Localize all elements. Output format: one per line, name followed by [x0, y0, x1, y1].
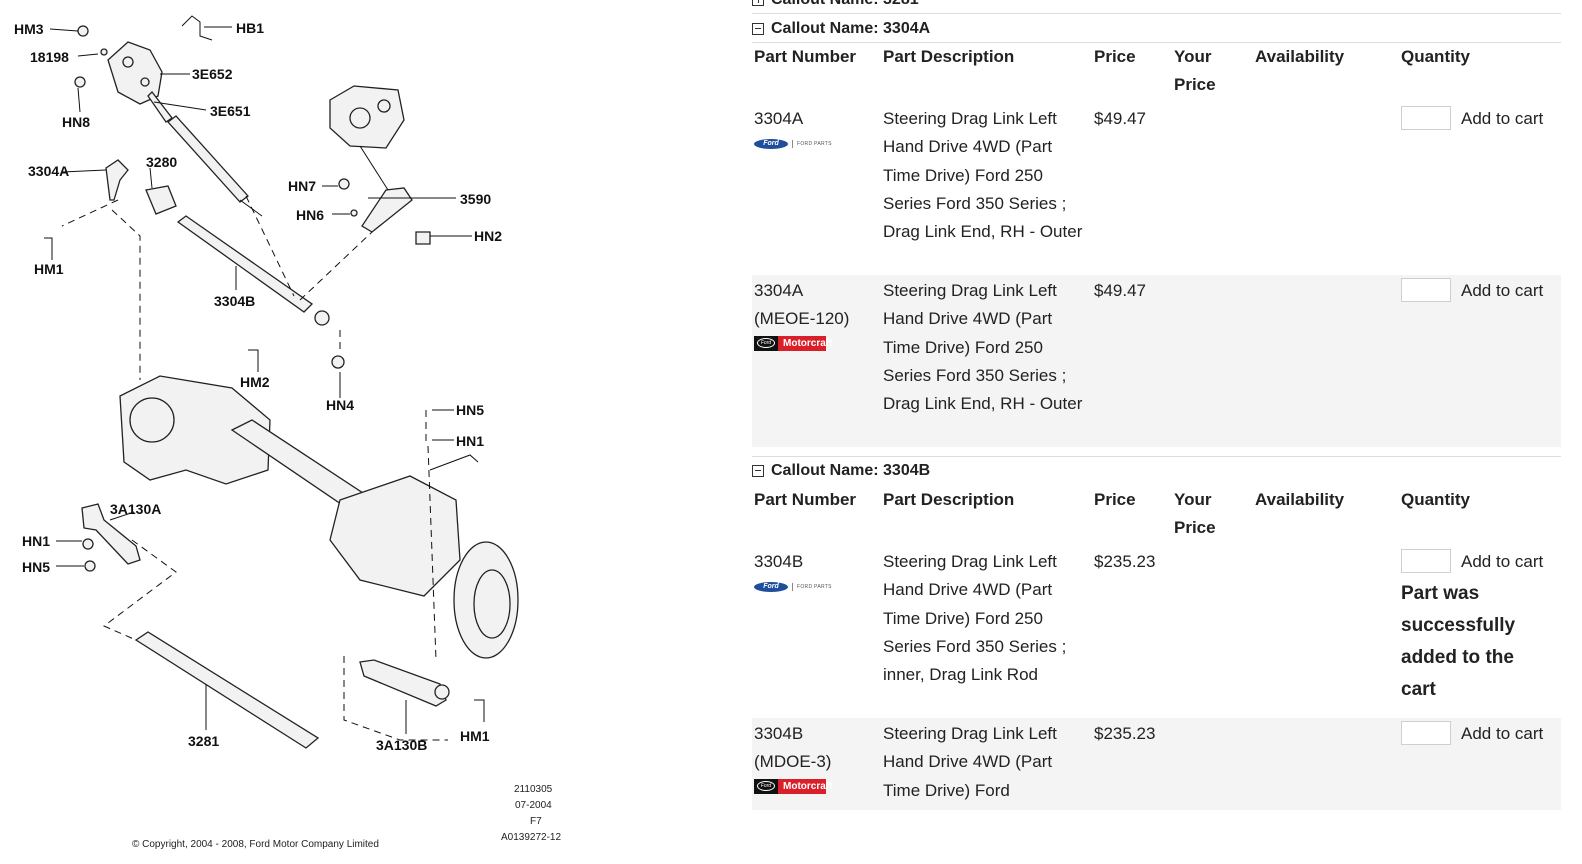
- part-description: Steering Drag Link Left Hand Drive 4WD (…: [883, 724, 1057, 800]
- label-3590: 3590: [460, 191, 491, 207]
- front-axle: [119, 375, 519, 659]
- part-number[interactable]: 3304B: [754, 724, 804, 743]
- add-to-cart-link[interactable]: Add to cart: [1461, 552, 1544, 571]
- label-hn8: HN8: [62, 114, 90, 130]
- label-hn5-left: HN5: [22, 559, 50, 575]
- collapse-icon[interactable]: [752, 22, 764, 35]
- table-header: Part Number Part Description Price Your …: [752, 43, 1561, 103]
- label-3a130b: 3A130B: [376, 737, 427, 753]
- part-number[interactable]: 3304B: [754, 552, 804, 571]
- add-to-cart-link[interactable]: Add to cart: [1461, 281, 1544, 300]
- quantity-input[interactable]: [1401, 106, 1451, 131]
- header-availability: Availability: [1255, 47, 1345, 66]
- header-part-number: Part Number: [754, 47, 857, 66]
- stamp-line: F7: [530, 816, 542, 827]
- stamp-line: A0139272-12: [501, 832, 561, 843]
- add-to-cart-link[interactable]: Add to cart: [1461, 109, 1544, 128]
- label-3e652: 3E652: [192, 66, 233, 82]
- stamp-line: 07-2004: [515, 800, 552, 811]
- quantity-input[interactable]: [1401, 278, 1451, 303]
- parts-list-panel: Callout Name: 3281 Callout Name: 3304A P…: [752, 0, 1561, 864]
- label-18198: 18198: [30, 49, 69, 65]
- copyright-notice: © Copyright, 2004 - 2008, Ford Motor Com…: [132, 839, 379, 850]
- part-number[interactable]: 3304A: [754, 281, 804, 300]
- cart-success-message: Part was successfully added to the cart: [1401, 583, 1516, 701]
- label-3281: 3281: [188, 733, 219, 749]
- expand-icon[interactable]: [752, 0, 764, 6]
- callout-title: Callout Name: 3281: [771, 0, 919, 9]
- part-price: $235.23: [1094, 552, 1156, 571]
- header-availability: Availability: [1255, 490, 1345, 509]
- header-price: Price: [1094, 47, 1136, 66]
- steering-gear: [329, 85, 431, 245]
- callout-header-3304a[interactable]: Callout Name: 3304A: [752, 15, 1561, 43]
- label-hm1-top: HM1: [34, 261, 64, 277]
- part-description: Steering Drag Link Left Hand Drive 4WD (…: [883, 109, 1083, 242]
- label-3a130a: 3A130A: [110, 501, 161, 517]
- exploded-view-drawing: HM3 HB1 18198 3E652 HN8 3E651 3304A 3280…: [14, 15, 561, 850]
- label-hm2: HM2: [240, 374, 270, 390]
- part-number-code: (MEOE-120): [754, 309, 850, 329]
- callout-title: Callout Name: 3304A: [771, 19, 931, 37]
- part-number[interactable]: 3304A: [754, 109, 804, 128]
- tie-rod-assembly: [81, 503, 450, 749]
- header-price: Price: [1094, 490, 1136, 509]
- part-number-code: (MDOE-3): [754, 752, 832, 772]
- header-your-price: Your Price: [1174, 47, 1216, 94]
- label-hm1-bottom: HM1: [460, 728, 490, 744]
- table-header: Part Number Part Description Price Your …: [752, 486, 1561, 546]
- callout-title: Callout Name: 3304B: [771, 461, 931, 479]
- parts-diagram: HM3 HB1 18198 3E652 HN8 3E651 3304A 3280…: [0, 0, 700, 864]
- header-description: Part Description: [883, 490, 1015, 509]
- label-hn5-right: HN5: [456, 402, 484, 418]
- label-3304a: 3304A: [28, 163, 69, 179]
- part-description: Steering Drag Link Left Hand Drive 4WD (…: [883, 281, 1083, 414]
- add-to-cart-link[interactable]: Add to cart: [1461, 724, 1544, 743]
- label-hn4: HN4: [326, 397, 354, 413]
- steering-damper-assembly: [74, 15, 263, 217]
- label-hn6: HN6: [296, 207, 324, 223]
- drag-link-assembly: [105, 159, 358, 369]
- label-hn1-left: HN1: [22, 533, 50, 549]
- part-price: $49.47: [1094, 109, 1146, 128]
- label-3280: 3280: [146, 154, 177, 170]
- label-3e651: 3E651: [210, 103, 251, 119]
- leader-lines: [44, 26, 485, 734]
- quantity-input[interactable]: [1401, 549, 1451, 574]
- header-quantity: Quantity: [1401, 490, 1470, 509]
- label-hn1-right: HN1: [456, 433, 484, 449]
- label-3304b: 3304B: [214, 293, 255, 309]
- callout-header-3281[interactable]: Callout Name: 3281: [752, 0, 1561, 14]
- callout-labels: HM3 HB1 18198 3E652 HN8 3E651 3304A 3280…: [14, 20, 502, 753]
- header-your-price: Your Price: [1174, 490, 1216, 537]
- collapse-icon[interactable]: [752, 464, 764, 477]
- label-hn2: HN2: [474, 228, 502, 244]
- part-description: Steering Drag Link Left Hand Drive 4WD (…: [883, 552, 1067, 685]
- part-price: $235.23: [1094, 724, 1156, 743]
- header-part-number: Part Number: [754, 490, 857, 509]
- label-hn7: HN7: [288, 178, 316, 194]
- header-description: Part Description: [883, 47, 1015, 66]
- label-hm3: HM3: [14, 21, 44, 37]
- part-price: $49.47: [1094, 281, 1146, 300]
- quantity-input[interactable]: [1401, 721, 1451, 746]
- assembly-guides: [61, 195, 448, 741]
- stamp-line: 2110305: [514, 784, 553, 795]
- header-quantity: Quantity: [1401, 47, 1470, 66]
- callout-header-3304b[interactable]: Callout Name: 3304B: [752, 456, 1561, 484]
- label-hb1: HB1: [236, 20, 264, 36]
- drawing-stamp: 2110305 07-2004 F7 A0139272-12: [501, 784, 561, 843]
